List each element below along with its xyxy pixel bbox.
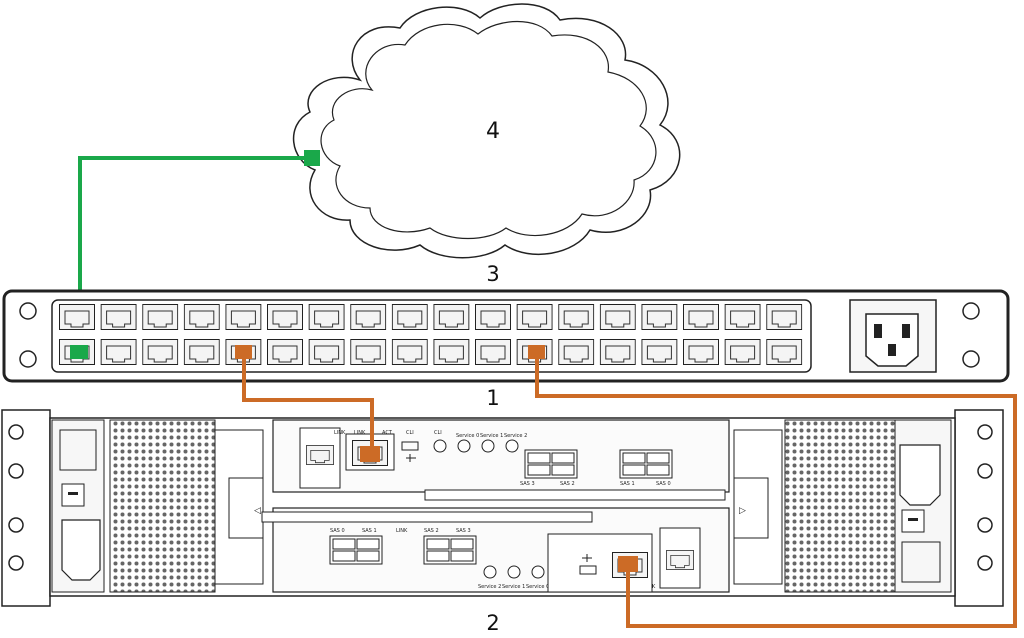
label-service0-b: Service 0 [526, 584, 549, 590]
label-act-a: ACT [382, 430, 393, 436]
switch-port [641, 303, 678, 331]
usb-icon [579, 554, 597, 575]
switch-port [391, 303, 428, 331]
mount-hole [962, 350, 980, 368]
label-link-b: LINK [396, 528, 408, 534]
switch-port [683, 338, 719, 366]
mgmt-cable-a [242, 359, 374, 446]
switch-port [267, 338, 303, 366]
label-sas2-b: SAS 2 [424, 528, 439, 534]
switch-port [100, 303, 137, 331]
callout-1: 1 [486, 386, 499, 410]
label-service0-a: Service 0 [456, 433, 479, 439]
label-sas3-a: SAS 3 [520, 481, 535, 487]
ethernet-switch [2, 289, 1010, 383]
switch-port [724, 338, 761, 366]
switch-port [267, 303, 303, 331]
switch-port [391, 338, 428, 366]
label-link-a: LINK [334, 430, 346, 436]
callout-3: 3 [486, 262, 499, 286]
mount-hole [19, 350, 37, 368]
switch-port [766, 303, 803, 331]
switch-port [183, 338, 220, 366]
switch-port [142, 338, 179, 366]
controller-b: SAS 0 SAS 1 SAS 2 SAS 3 LINK Service 2 S… [261, 507, 730, 593]
switch-port [558, 303, 595, 331]
psu-left: ◁ [51, 419, 264, 593]
callout-2: 2 [486, 611, 499, 635]
label-service2-a: Service 2 [504, 433, 527, 439]
controller-a-mgmt-port [360, 446, 380, 462]
mount-hole [962, 302, 980, 320]
label-service1-b: Service 1 [502, 584, 525, 590]
switch-port [350, 303, 387, 331]
switch-port [225, 303, 262, 331]
switch-port [308, 303, 345, 331]
psu-right: ▷ [733, 419, 952, 593]
mgmt-cable-b [535, 359, 1017, 628]
switch-port [724, 303, 761, 331]
switch-port [683, 303, 719, 331]
network-cloud-icon [293, 3, 681, 259]
network-cable [78, 156, 312, 352]
svg-text:▷: ▷ [739, 506, 746, 516]
switch-port [766, 338, 803, 366]
label-sas1-a: SAS 1 [620, 481, 635, 487]
label-sas1-b: SAS 1 [362, 528, 377, 534]
label-link-a2: LINK [354, 430, 366, 436]
switch-port-mgmt-b [528, 345, 545, 359]
switch-port [308, 338, 345, 366]
label-service1-a: Service 1 [480, 433, 503, 439]
label-sas2-a: SAS 2 [560, 481, 575, 487]
label-cli-a: CLI [406, 430, 414, 436]
mount-hole [19, 302, 37, 320]
label-sas3-b: SAS 3 [456, 528, 471, 534]
storage-enclosure: ◁ ▷ LINK LINK ACT CLI CLI Service 0 [1, 409, 1004, 607]
label-cli-a2: CLI [434, 430, 442, 436]
switch-port [183, 303, 220, 331]
usb-icon [401, 441, 419, 462]
switch-port [599, 303, 636, 331]
svg-text:◁: ◁ [254, 506, 261, 516]
cable-connector-cloud [304, 150, 320, 166]
switch-port-mgmt-a [235, 345, 252, 359]
switch-port [433, 338, 470, 366]
switch-port [516, 303, 553, 331]
switch-port [350, 338, 387, 366]
switch-port [599, 338, 636, 366]
label-sas0-b: SAS 0 [330, 528, 345, 534]
callout-4: 4 [486, 119, 500, 144]
switch-port [433, 303, 470, 331]
controller-a: LINK LINK ACT CLI CLI Service 0 Service … [272, 419, 730, 501]
switch-port [475, 303, 511, 331]
switch-port [100, 338, 137, 366]
power-inlet-icon [849, 299, 937, 373]
switch-port [59, 303, 95, 331]
switch-port [142, 303, 179, 331]
label-sas0-a: SAS 0 [656, 481, 671, 487]
switch-port [558, 338, 595, 366]
label-service2-b: Service 2 [478, 584, 501, 590]
switch-port [475, 338, 511, 366]
switch-port [641, 338, 678, 366]
controller-b-mgmt-port [618, 556, 638, 572]
switch-port-uplink [70, 345, 88, 359]
